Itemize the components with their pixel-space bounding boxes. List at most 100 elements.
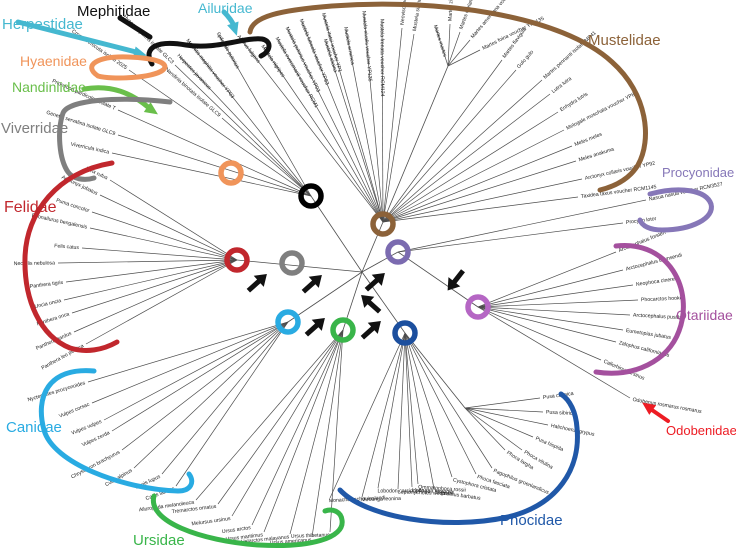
tree-branch — [477, 306, 602, 361]
tip-label-otariidae: Arctocephalus pusilla — [633, 313, 682, 322]
tree-branch — [404, 332, 453, 478]
tree-branch — [464, 407, 549, 426]
tip-label-felidae: Felis catus — [54, 243, 80, 251]
tree-branch — [447, 31, 461, 67]
family-pointer-odobenidae — [650, 408, 670, 423]
tree-branch — [404, 332, 466, 409]
tree-branch — [179, 56, 312, 197]
tree-branch — [397, 199, 647, 253]
tree-branch — [382, 111, 559, 223]
family-label-hyaenidae: Hyaenidae — [20, 53, 87, 69]
tree-branch — [404, 332, 419, 485]
tree-branch — [477, 306, 617, 343]
family-arc-otariidae — [593, 243, 686, 376]
tree-branch — [329, 332, 406, 499]
family-label-nandiniidae: Nandiniidae — [12, 79, 86, 95]
tree-branch — [397, 332, 406, 490]
tree-branch — [221, 117, 312, 197]
tree-branch — [404, 332, 477, 475]
tip-label-viverridae: Viverricula indica — [70, 142, 110, 156]
tree-branch — [287, 271, 363, 323]
tip-label-phocidae: Mirounga leonina — [361, 496, 401, 503]
tree-branch — [87, 321, 289, 383]
tip-label-mustelidae: Meles anakuma — [578, 147, 615, 164]
felid-stem-ring — [279, 250, 305, 276]
tree-branch — [477, 251, 617, 308]
tip-label-phocidae: Lobodon carcinophaga — [377, 488, 430, 494]
tree-branch — [382, 79, 543, 223]
tree-branch — [71, 259, 238, 314]
tip-label-ursidae: Helarctos malayanus — [241, 534, 290, 545]
tip-label-mustelidae: Gulo gulo — [516, 49, 535, 70]
family-label-odobenidae: Odobenidae — [666, 423, 736, 438]
tip-label-canidae: Nyctereutes procyonoides — [27, 380, 87, 403]
tip-label-phocidae: Hydrurga leptonyx — [412, 487, 455, 495]
tree-branch — [251, 329, 344, 526]
tip-label-canidae: Vulpes zerda — [81, 430, 111, 448]
tip-label-mustelidae: Taxidea taxus voucher RCM1145 — [581, 184, 657, 200]
tip-label-otariidae: Neophoca cinerea — [636, 276, 679, 288]
family-label-ailuridae: Ailuridae — [198, 0, 253, 16]
tip-label-ursidae: Melursus ursinus — [191, 516, 231, 527]
tip-label-ursidae: Tremarctos ornatus — [171, 504, 217, 515]
tip-label-ursidae: Ursus americanus — [270, 537, 313, 546]
tree-branch — [63, 259, 238, 301]
tree-branch — [477, 284, 634, 308]
tree-branch — [477, 306, 631, 399]
tree-branch — [464, 407, 506, 451]
tree-branch — [161, 321, 289, 475]
tree-branch — [382, 196, 579, 223]
tip-label-mustelidae: Martes martes — [432, 24, 448, 58]
family-arc-felidae — [22, 160, 120, 353]
tree-branch — [382, 69, 517, 223]
family-pointer-arrowhead-nandiniidae — [143, 102, 158, 115]
tree-branch — [477, 299, 639, 308]
tip-label-ursidae: Ursus arctos — [222, 525, 252, 535]
tree-branch — [435, 27, 449, 67]
tree-branch — [73, 259, 238, 333]
clade-indicator-arrow — [364, 272, 385, 292]
tree-branch — [174, 64, 312, 197]
family-arc-phocidae — [337, 391, 580, 525]
tip-label-mustelidae: Meles meles — [574, 131, 604, 148]
family-pointer-mephitidae — [117, 15, 153, 40]
tip-label-mustelidae: Mustela nivalis voucher YP135 — [360, 11, 372, 82]
tree-branch — [277, 39, 384, 223]
tree-branch — [109, 179, 238, 261]
tree-branch — [464, 407, 534, 438]
tree-branch — [404, 332, 493, 469]
tree-branch — [117, 109, 312, 197]
tree-branch — [404, 332, 435, 490]
tree-branch — [175, 321, 289, 487]
tip-label-mustelidae: Lutra lutra — [551, 76, 573, 95]
tree-branch — [218, 34, 312, 197]
tree-branch — [361, 221, 384, 273]
family-pointer-arrowhead-ailuridae — [227, 21, 239, 36]
family-arc-ursidae — [150, 493, 345, 548]
tip-label-canidae: Vulpes corsac — [58, 402, 91, 420]
family-arc-canidae — [38, 368, 195, 494]
tree-branch — [382, 129, 565, 223]
family-label-ursidae: Ursidae — [133, 532, 185, 549]
tip-label-mustelidae: Mustela frenata voucher RCM124 — [379, 19, 385, 97]
family-label-canidae: Canidae — [6, 419, 62, 436]
tree-branch — [91, 321, 289, 404]
hyaenid-stem-ring — [218, 160, 244, 186]
tip-label-mustelidae: Arctonyx collaris voucher YP92 — [584, 161, 655, 182]
tree-branch — [121, 321, 289, 451]
tree-branch — [133, 321, 289, 469]
tree-branch — [263, 47, 384, 223]
tree-branch — [382, 160, 577, 223]
tree-branch — [287, 29, 384, 223]
clade-indicator-arrow — [361, 294, 382, 314]
tree-branch — [447, 39, 471, 67]
tree-branch — [81, 247, 238, 261]
tree-branch — [377, 332, 406, 489]
tree-branch — [382, 27, 403, 223]
tree-branch — [404, 332, 413, 488]
tree-branch — [361, 251, 399, 273]
tip-label-mustelidae: Martes zibellina — [448, 0, 456, 21]
tip-label-felidae: Neofelis nebulosa — [14, 260, 55, 267]
tree-branch — [111, 152, 312, 197]
